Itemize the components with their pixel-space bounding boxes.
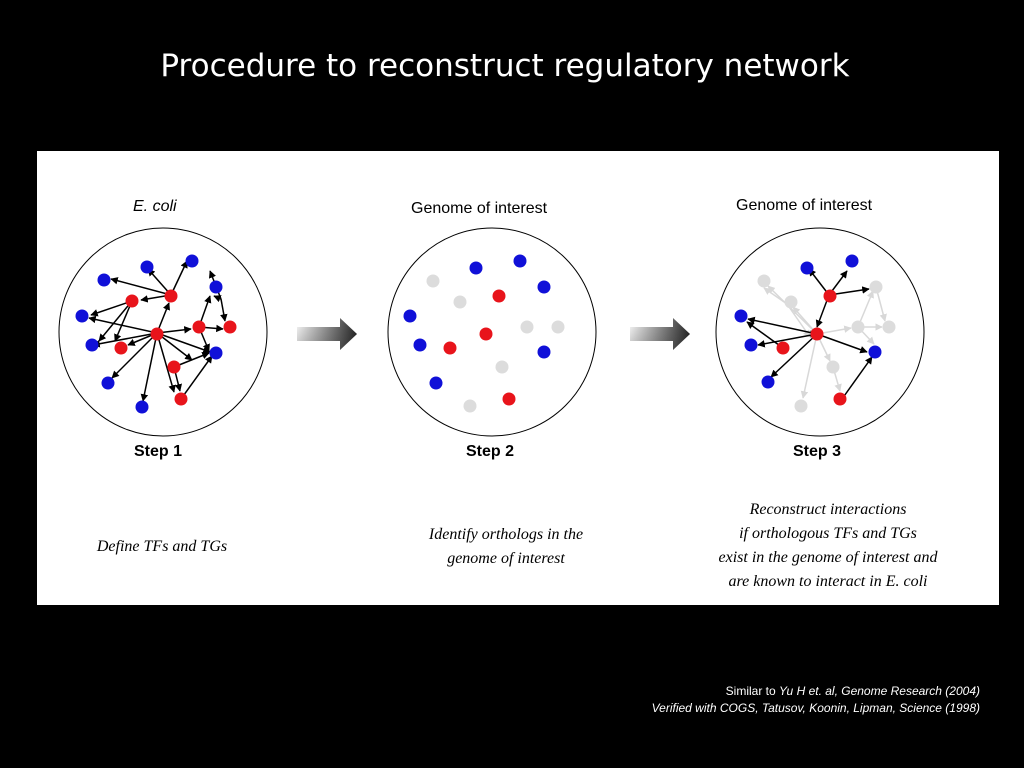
tg-node: [140, 260, 154, 274]
network-diagram: [58, 227, 925, 437]
absent-node: [882, 320, 896, 334]
tg-node: [429, 376, 443, 390]
heading-genome-step2: Genome of interest: [411, 200, 548, 217]
tf-node: [223, 320, 237, 334]
description-line: if orthologous TFs and TGs: [739, 525, 917, 542]
tg-node: [734, 309, 748, 323]
description-step2: Identify orthologs in the genome of inte…: [386, 523, 626, 571]
description-step3: Reconstruct interactions if orthologous …: [678, 498, 978, 594]
citation-prefix: Similar to: [725, 684, 779, 698]
tg-node: [413, 338, 427, 352]
step1-edges: [88, 260, 228, 402]
citation-line-1: Similar to Yu H et. al, Genome Research …: [652, 683, 980, 700]
citation-ref-1: Yu H et. al, Genome Research (2004): [779, 684, 980, 698]
tf-node: [833, 392, 847, 406]
tg-node: [209, 280, 223, 294]
description-line: Define TFs and TGs: [96, 538, 228, 555]
tg-node: [469, 261, 483, 275]
tf-node: [125, 294, 139, 308]
tg-node: [761, 375, 775, 389]
absent-node: [551, 320, 565, 334]
tf-node: [192, 320, 206, 334]
step-label-3: Step 3: [793, 443, 842, 460]
absent-node: [453, 295, 467, 309]
tg-node: [868, 345, 882, 359]
absent-node: [851, 320, 865, 334]
tf-node: [492, 289, 506, 303]
tg-node: [97, 273, 111, 287]
diagram-panel: E. coli Genome of interest Genome of int…: [37, 151, 999, 605]
tg-node: [845, 254, 859, 268]
absent-node: [757, 274, 771, 288]
tf-node: [174, 392, 188, 406]
description-line: exist in the genome of interest and: [718, 549, 938, 566]
absent-node: [826, 360, 840, 374]
tf-node: [810, 327, 824, 341]
tg-node: [800, 261, 814, 275]
tg-node: [85, 338, 99, 352]
absent-node: [869, 280, 883, 294]
slide-title: Procedure to reconstruct regulatory netw…: [160, 48, 850, 84]
heading-genome-step3: Genome of interest: [736, 197, 873, 214]
absent-node: [794, 399, 808, 413]
tf-node: [823, 289, 837, 303]
description-line: Identify orthologs in the: [428, 526, 584, 543]
step2-nodes: [403, 254, 565, 413]
citation-ref-2: Verified with COGS, Tatusov, Koonin, Lip…: [651, 701, 980, 715]
tf-node: [502, 392, 516, 406]
tf-node: [776, 341, 790, 355]
tg-node: [75, 309, 89, 323]
process-arrow-2: [630, 318, 690, 350]
tg-node: [537, 345, 551, 359]
tg-node: [537, 280, 551, 294]
step1-nodes: [75, 254, 237, 414]
absent-node: [463, 399, 477, 413]
description-line: are known to interact in E. coli: [728, 573, 928, 590]
heading-ecoli: E. coli: [133, 198, 177, 215]
tf-node: [443, 341, 457, 355]
absent-node: [495, 360, 509, 374]
step-label-2: Step 2: [466, 443, 515, 460]
step3-nodes: [734, 254, 896, 413]
tg-node: [135, 400, 149, 414]
tf-node: [150, 327, 164, 341]
description-step1: Define TFs and TGs: [57, 535, 267, 559]
tg-node: [513, 254, 527, 268]
tg-node: [403, 309, 417, 323]
tg-node: [744, 338, 758, 352]
absent-node: [520, 320, 534, 334]
tf-node: [164, 289, 178, 303]
step-label-1: Step 1: [134, 443, 183, 460]
citation: Similar to Yu H et. al, Genome Research …: [652, 683, 980, 717]
process-arrow-1: [297, 318, 357, 350]
description-line: genome of interest: [447, 550, 565, 567]
description-line: Reconstruct interactions: [749, 501, 907, 518]
absent-node: [426, 274, 440, 288]
absent-node: [784, 295, 798, 309]
tg-node: [101, 376, 115, 390]
tf-node: [114, 341, 128, 355]
tf-node: [167, 360, 181, 374]
tg-node: [185, 254, 199, 268]
tg-node: [209, 346, 223, 360]
tf-node: [479, 327, 493, 341]
